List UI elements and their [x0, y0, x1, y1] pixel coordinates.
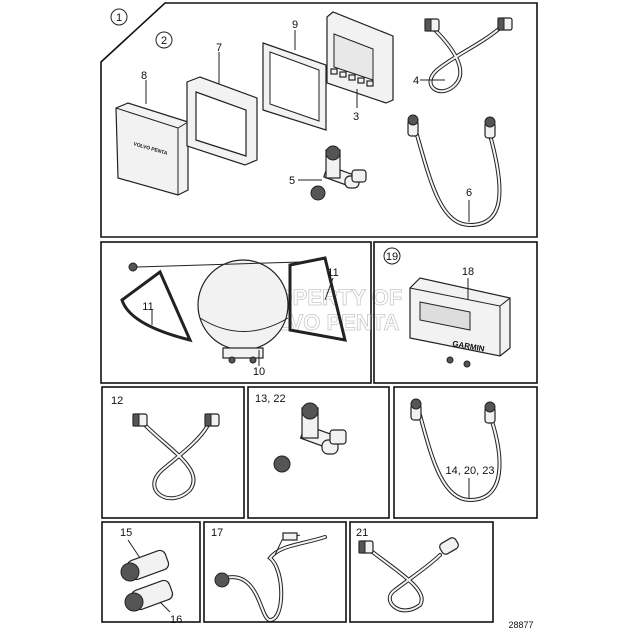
display-unit [326, 11, 394, 108]
panel-terminators: 15 16 [101, 521, 201, 626]
callout-10: 10 [253, 366, 265, 378]
cable-4 [420, 17, 513, 94]
tee-connector-5 [298, 145, 367, 201]
callout-11-right: 11 [327, 267, 338, 279]
figure-number: 28877 [508, 620, 533, 630]
panel-gps: 19 18 GARMIN [373, 241, 538, 384]
group-label: 1 [116, 12, 122, 24]
callout-14-20-23: 14, 20, 23 [446, 465, 495, 477]
callout-4: 4 [413, 75, 419, 87]
callout-21: 21 [356, 527, 368, 539]
callout-12: 12 [111, 395, 123, 407]
callout-18: 18 [462, 266, 474, 278]
callout-3: 3 [353, 111, 359, 123]
panel-antenna: PROPERTY OF VOLVO PENTA 10 11 11 [100, 241, 403, 384]
callout-11-left: 11 [142, 301, 153, 313]
antenna-10 [197, 259, 289, 366]
panel-adapter-cable-21: 21 [349, 521, 494, 623]
callout-7: 7 [216, 42, 222, 54]
panel-cable-14: 14, 20, 23 [393, 386, 538, 519]
panel-cable-12: 12 [101, 386, 245, 519]
callout-9: 9 [292, 19, 298, 31]
callout-5: 5 [289, 175, 295, 187]
callout-6: 6 [466, 187, 472, 199]
panel-display-kit: 1 2 VOLVO PENTA 8 7 9 3 [100, 2, 538, 238]
panel-tee-13: 13, 22 [247, 386, 390, 519]
callout-8: 8 [141, 70, 147, 82]
backbone-cable-6 [407, 114, 502, 228]
bracket-left [120, 261, 301, 343]
subgroup-label: 2 [161, 35, 167, 47]
callout-17: 17 [211, 527, 223, 539]
gasket [262, 30, 327, 131]
callout-15: 15 [120, 527, 132, 539]
callout-13-22: 13, 22 [255, 393, 286, 405]
group-label-19: 19 [386, 251, 398, 263]
callout-16: 16 [170, 614, 182, 626]
panel-power-cable-17: 17 [203, 521, 347, 623]
display-frame [186, 52, 258, 166]
bracket-right [288, 256, 348, 342]
gps-module-18 [409, 277, 511, 368]
display-cover: VOLVO PENTA [115, 80, 189, 196]
